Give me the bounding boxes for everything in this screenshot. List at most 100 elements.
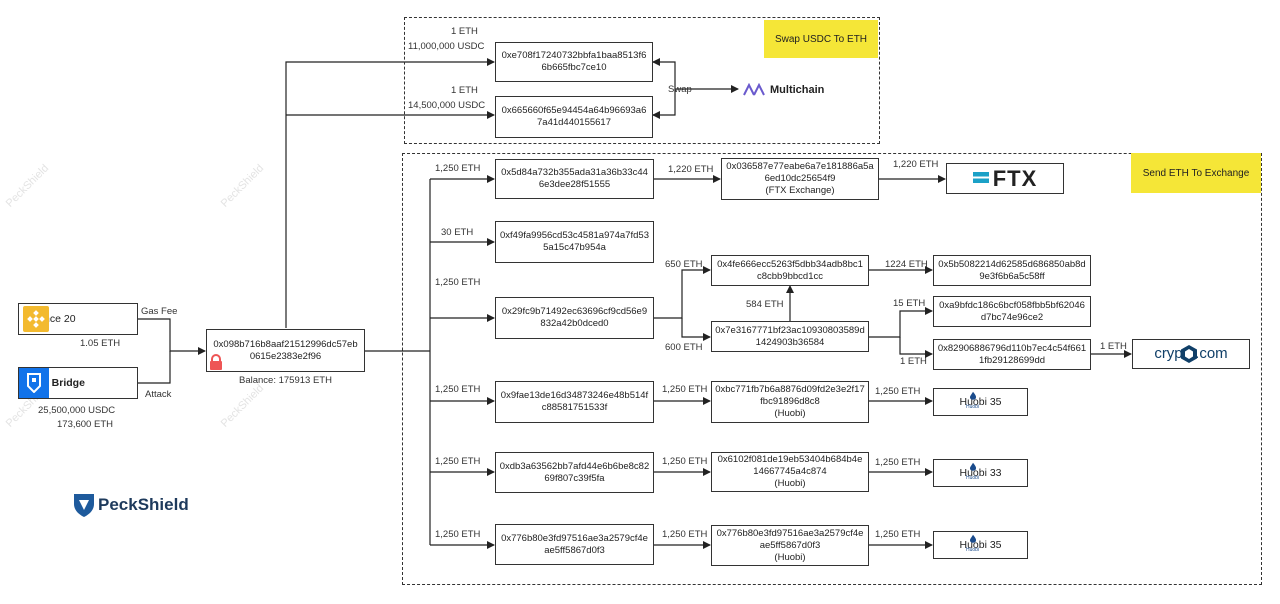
peckshield-name: PeckShield (98, 495, 189, 514)
b4-next-amount: 1,250 ETH (662, 384, 708, 395)
attacker-address: 0x098b716b8aaf21512996dc57eb0615e2383e2f… (213, 338, 358, 362)
b3-down-amount: 600 ETH (665, 342, 703, 353)
huobi-35-node[interactable]: Huobi Huobi 35 (933, 388, 1028, 416)
b3-up-address-text: 0x4fe666ecc5263f5dbb34adb8bc1c8cbb9bbcd1… (717, 258, 863, 282)
swap-address-2-text: 0x665660f65e94454a64b96693a67a41d4401556… (501, 105, 647, 128)
b4-final-amount: 1,250 ETH (875, 386, 921, 397)
b2-address-text: 0xf49fa9956cd53c4581a974a7fd535a15c47b95… (500, 230, 649, 253)
b3-d2-final-amount: 1 ETH (1100, 341, 1127, 352)
b3-amount: 1,250 ETH (435, 277, 481, 288)
b5-next-address-text: 0x6102f081de19eb53404b684b4e14667745a4c8… (717, 454, 863, 477)
edge-label-attack: Attack (145, 389, 172, 400)
ftx-name: FTX (992, 165, 1038, 191)
b6-next-note: (Huobi) (774, 551, 806, 563)
b5-next-note: (Huobi) (774, 478, 806, 489)
b3-link-amount: 584 ETH (746, 299, 784, 310)
exchange-region (402, 153, 1262, 585)
swap-address-1-text: 0xe708f17240732bbfa1baa8513f66b665fbc7ce… (501, 50, 647, 73)
b2-address[interactable]: 0xf49fa9956cd53c4581a974a7fd535a15c47b95… (495, 221, 654, 263)
b3-address[interactable]: 0x29fc9b71492ec63696cf9cd56e9832a42b0dce… (495, 297, 654, 339)
b6-next-address[interactable]: 0x776b80e3fd97516ae3a2579cf4eae5ff5867d0… (711, 525, 869, 566)
swap-address-2[interactable]: 0x665660f65e94454a64b96693a67a41d4401556… (495, 96, 653, 138)
b1-next-amount: 1,220 ETH (668, 164, 714, 175)
huobi-logo-text: Huobi (965, 475, 980, 481)
swap-tx2-usdc: 14,500,000 USDC (408, 100, 486, 111)
b5-address-text: 0xdb3a63562bb7afd44e6b6be8c8269f807c39f5… (499, 460, 650, 484)
b5-final-amount: 1,250 ETH (875, 457, 921, 468)
ftx-logo[interactable]: FTX (946, 163, 1064, 194)
huobi-35-name: Huobi 35 (959, 396, 1002, 408)
b3-down-address[interactable]: 0x7e3167771bf23ac10930803589d1424903b365… (711, 321, 869, 352)
huobi-33-name: Huobi 33 (959, 467, 1002, 479)
swap-region (404, 17, 880, 144)
ftx-icon (972, 171, 989, 186)
peckshield-logo: PeckShield (72, 490, 217, 520)
huobi-33-node[interactable]: Huobi Huobi 33 (933, 459, 1028, 487)
b3-d1-address[interactable]: 0xa9bfdc186c6bcf058fbb5bf62046d7bc74e96c… (933, 296, 1091, 327)
b3-down-address-text: 0x7e3167771bf23ac10930803589d1424903b365… (715, 324, 865, 348)
huobi-35b-node[interactable]: Huobi Huobi 35 (933, 531, 1028, 559)
b3-d1-amount: 15 ETH (893, 298, 926, 309)
ronin-node[interactable]: Ronin Bridge (18, 367, 138, 399)
b3-up-next-address-text: 0x5b5082214d62585d686850ab8d9e3f6b6a5c58… (938, 258, 1086, 282)
binance-node[interactable]: Binance 20 (18, 303, 138, 335)
b6-final-amount: 1,250 ETH (875, 529, 921, 540)
edge-label-swap: Swap (668, 84, 692, 95)
exchange-region-title: Send ETH To Exchange (1131, 153, 1261, 193)
b4-next-note: (Huobi) (774, 408, 806, 419)
b5-address[interactable]: 0xdb3a63562bb7afd44e6b6be8c8269f807c39f5… (495, 452, 654, 493)
multichain-name: Multichain (770, 84, 825, 96)
cryptocom-logo[interactable]: crypto.com (1132, 339, 1250, 369)
attacker-node[interactable]: 0x098b716b8aaf21512996dc57eb0615e2383e2f… (206, 329, 365, 372)
swap-region-title: Swap USDC To ETH (764, 20, 878, 58)
b6-next-address-text: 0x776b80e3fd97516ae3a2579cf4eae5ff5867d0… (716, 527, 864, 551)
b1-next-note: (FTX Exchange) (765, 185, 835, 196)
huobi-icon: Huobi (964, 391, 982, 413)
cryptocom-icon (1179, 344, 1199, 364)
edge-ronin-attacker (138, 351, 171, 384)
b4-next-address-text: 0xbc771fb7b6a8876d09fd2e3e2f17fbc91896d8… (715, 384, 865, 407)
b3-up-next-amount: 1224 ETH (885, 259, 928, 270)
b1-final-amount: 1,220 ETH (893, 159, 939, 170)
multichain-icon (743, 83, 765, 96)
edge-binance-attacker (138, 318, 206, 355)
b1-address[interactable]: 0x5d84a732b355ada31a36b33c446e3dee28f515… (495, 159, 654, 199)
b4-amount: 1,250 ETH (435, 384, 481, 395)
edge-label-gas-fee: Gas Fee (141, 306, 178, 317)
binance-amount: 1.05 ETH (80, 338, 121, 349)
peckshield-icon (74, 494, 94, 517)
swap-address-1[interactable]: 0xe708f17240732bbfa1baa8513f66b665fbc7ce… (495, 42, 653, 82)
b4-address[interactable]: 0x9fae13de16d34873246e48b514fc8858175153… (495, 381, 654, 423)
swap-tx1-eth: 1 ETH (451, 26, 478, 37)
huobi-icon: Huobi (964, 534, 982, 556)
b1-next-address[interactable]: 0x036587e77eabe6a7e181886a5a6ed10dc25654… (721, 158, 879, 200)
binance-icon (23, 306, 49, 332)
b1-address-text: 0x5d84a732b355ada31a36b33c446e3dee28f515… (501, 167, 648, 190)
edge-attacker-swap1 (285, 58, 495, 328)
ronin-amount-eth: 173,600 ETH (57, 419, 113, 430)
swap-tx1-usdc: 11,000,000 USDC (408, 41, 485, 52)
b5-next-address[interactable]: 0x6102f081de19eb53404b684b4e14667745a4c8… (711, 452, 869, 492)
b3-up-next-address[interactable]: 0x5b5082214d62585d686850ab8d9e3f6b6a5c58… (933, 255, 1091, 286)
b5-next-amount: 1,250 ETH (662, 456, 708, 467)
multichain-logo[interactable]: Multichain (742, 80, 832, 100)
lock-icon (208, 354, 224, 370)
huobi-logo-text: Huobi (965, 404, 980, 410)
b1-amount: 1,250 ETH (435, 163, 481, 174)
b3-up-amount: 650 ETH (665, 259, 703, 270)
b4-next-address[interactable]: 0xbc771fb7b6a8876d09fd2e3e2f17fbc91896d8… (711, 381, 869, 423)
b6-next-amount: 1,250 ETH (662, 529, 708, 540)
huobi-logo-text: Huobi (965, 547, 980, 553)
swap-tx2-eth: 1 ETH (451, 85, 478, 96)
b3-d2-address-text: 0x82906886796d110b7ec4c54f6611fb29128699… (937, 342, 1087, 366)
b3-d2-address[interactable]: 0x82906886796d110b7ec4c54f6611fb29128699… (933, 339, 1091, 370)
ronin-amount-usdc: 25,500,000 USDC (38, 405, 116, 416)
b6-amount: 1,250 ETH (435, 529, 481, 540)
b3-up-address[interactable]: 0x4fe666ecc5263f5dbb34adb8bc1c8cbb9bbcd1… (711, 255, 869, 286)
b6-address-text: 0x776b80e3fd97516ae3a2579cf4eae5ff5867d0… (501, 532, 648, 556)
b3-address-text: 0x29fc9b71492ec63696cf9cd56e9832a42b0dce… (501, 306, 648, 329)
huobi-icon: Huobi (964, 462, 982, 484)
b3-d2-amount: 1 ETH (900, 356, 927, 367)
b6-address[interactable]: 0x776b80e3fd97516ae3a2579cf4eae5ff5867d0… (495, 524, 654, 565)
